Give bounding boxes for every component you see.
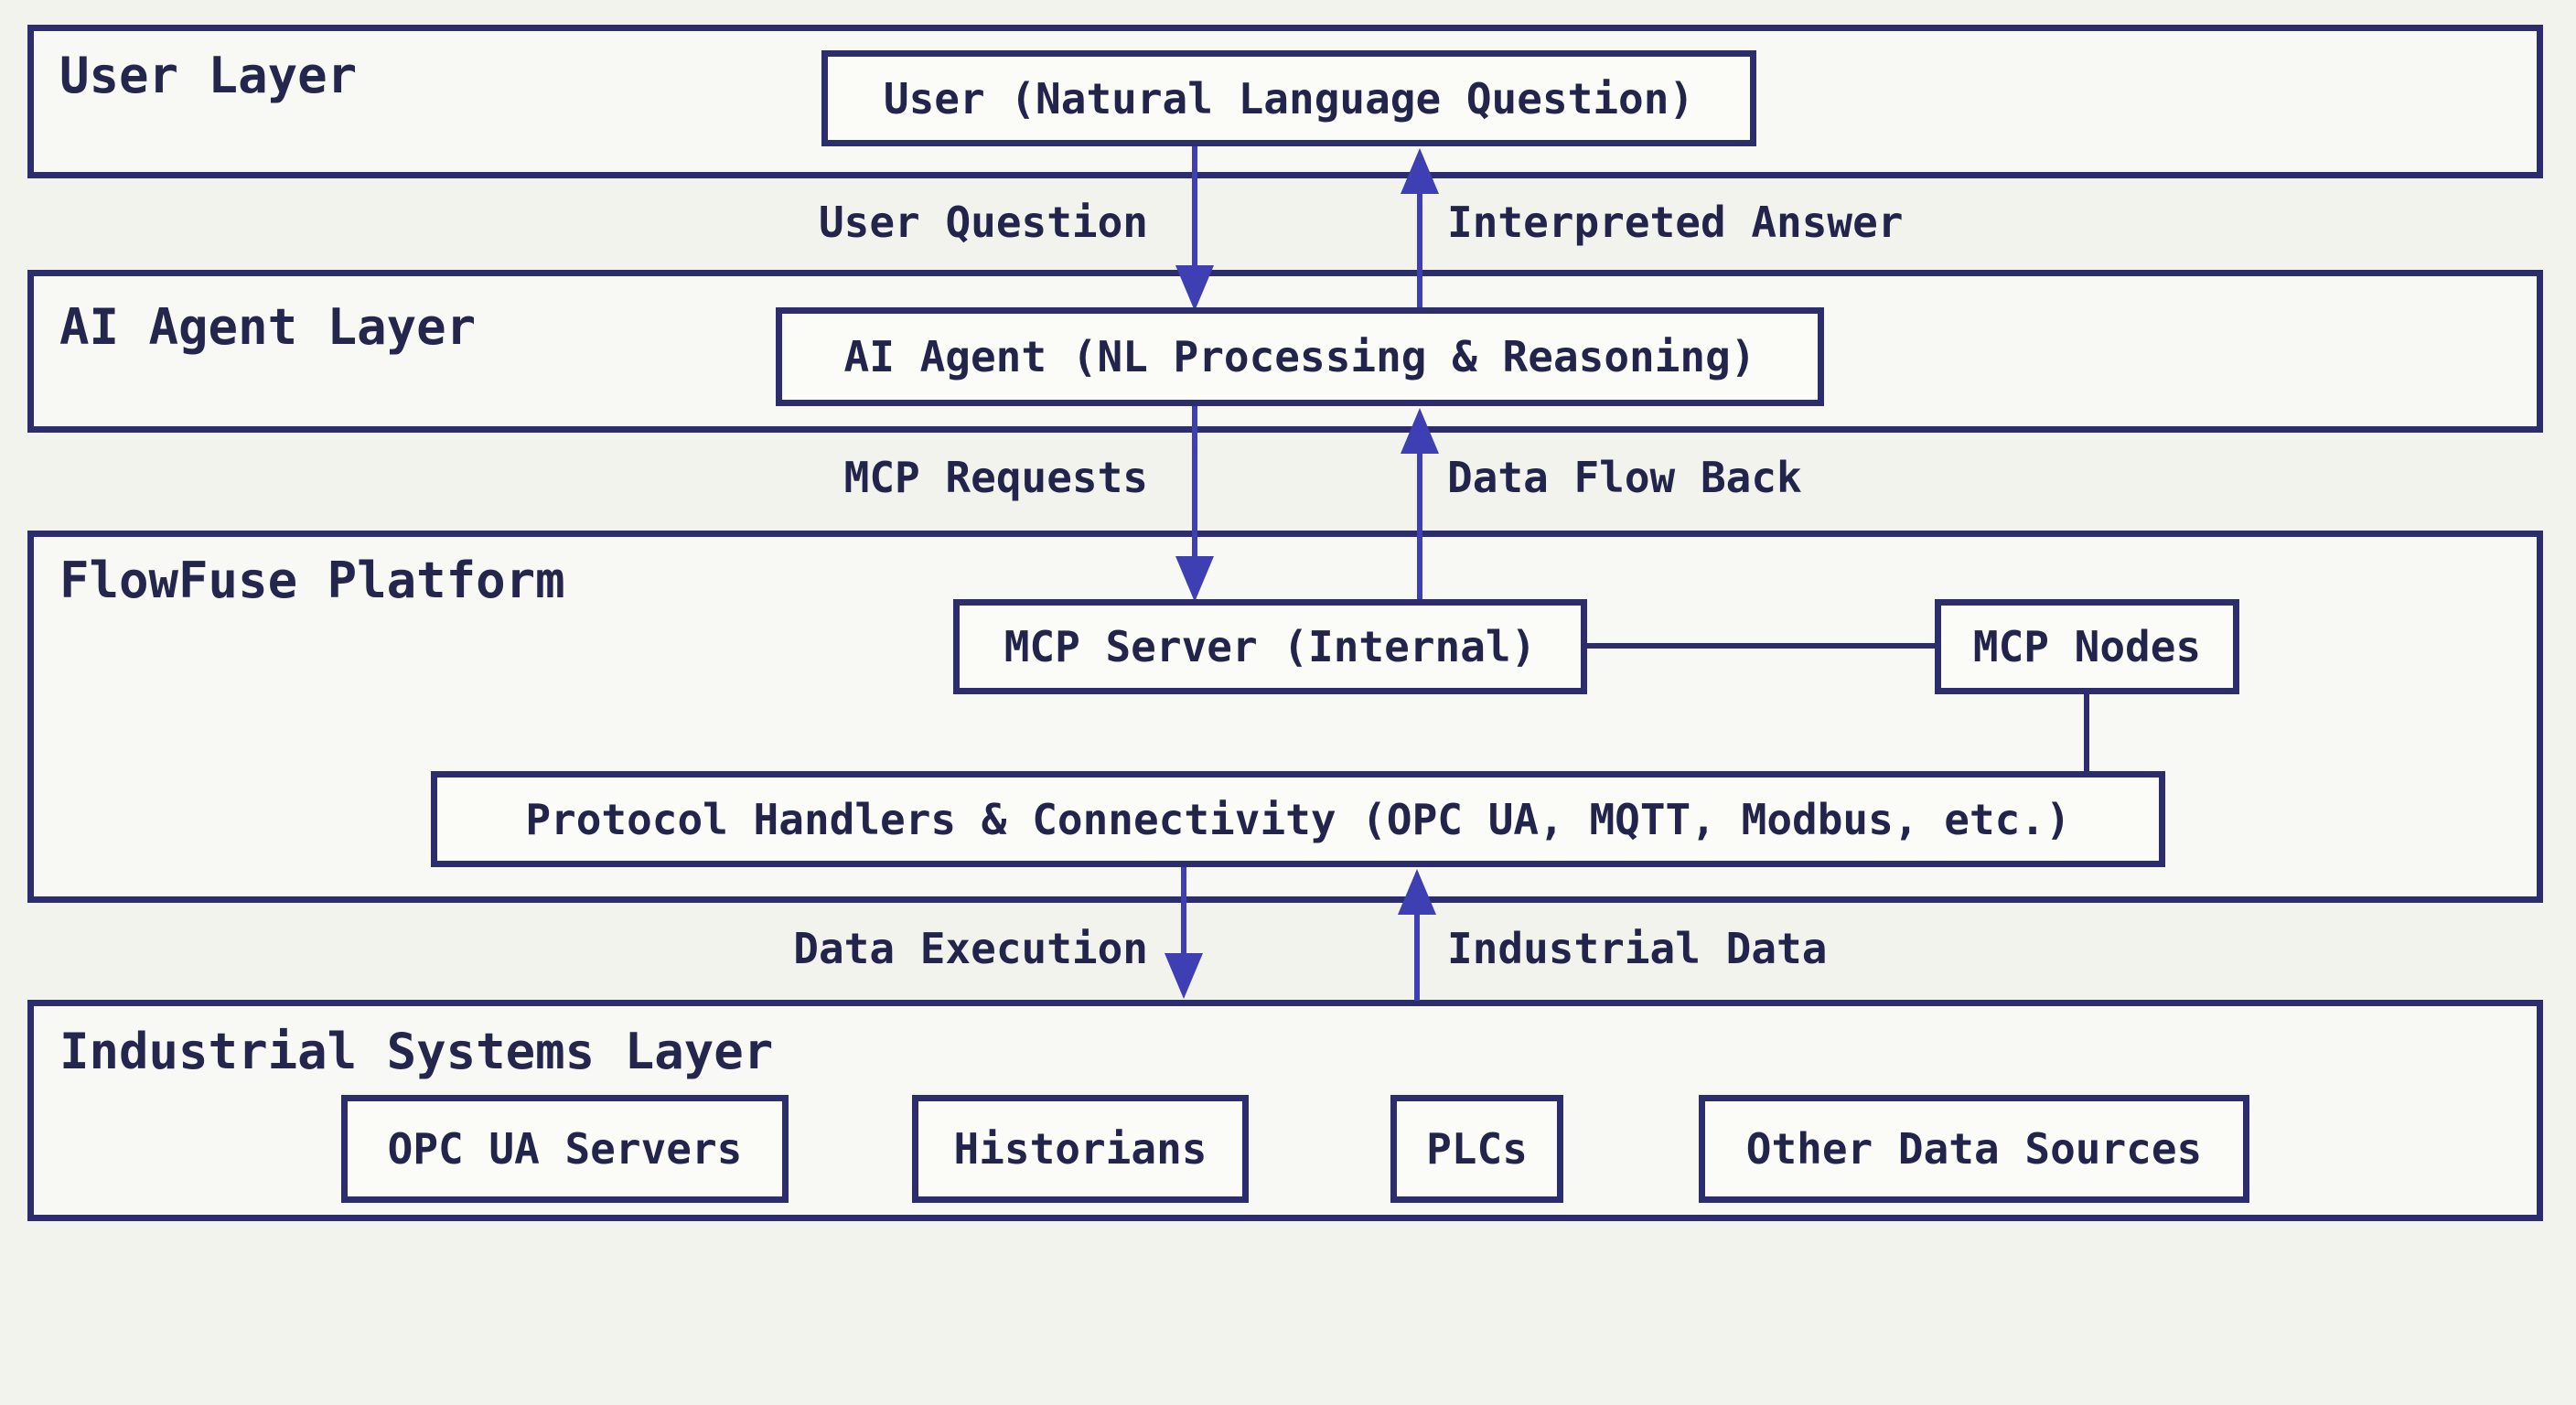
node-plcs: PLCs bbox=[1390, 1095, 1563, 1203]
mcp-server-to-mcp-nodes-connector bbox=[1583, 643, 1935, 649]
layer-label-flowfuse-platform: FlowFuse Platform bbox=[59, 552, 565, 609]
industrial-data-arrow-line bbox=[1414, 911, 1420, 1001]
user-question-arrowhead-down-icon bbox=[1175, 265, 1214, 311]
layer-label-ai-agent: AI Agent Layer bbox=[59, 298, 477, 356]
layer-label-user: User Layer bbox=[59, 47, 358, 104]
mcp-requests-arrowhead-down-icon bbox=[1175, 556, 1214, 602]
mcp-requests-arrow-line bbox=[1192, 406, 1197, 558]
flow-label-interpreted-answer: Interpreted Answer bbox=[1447, 198, 1904, 247]
industrial-data-arrowhead-up-icon bbox=[1398, 869, 1436, 915]
node-other-data-sources: Other Data Sources bbox=[1699, 1095, 2249, 1203]
node-historians: Historians bbox=[912, 1095, 1249, 1203]
flow-label-mcp-requests: MCP Requests bbox=[843, 453, 1148, 502]
node-mcp-nodes: MCP Nodes bbox=[1935, 599, 2239, 694]
flow-label-data-execution: Data Execution bbox=[793, 924, 1148, 973]
flow-label-user-question: User Question bbox=[818, 198, 1148, 247]
data-flow-back-arrow-line bbox=[1417, 450, 1422, 601]
node-mcp-server: MCP Server (Internal) bbox=[953, 599, 1587, 694]
layer-label-industrial-systems: Industrial Systems Layer bbox=[59, 1023, 774, 1080]
node-opc-ua-servers: OPC UA Servers bbox=[341, 1095, 789, 1203]
node-ai-agent: AI Agent (NL Processing & Reasoning) bbox=[776, 307, 1824, 406]
data-execution-arrow-line bbox=[1181, 867, 1186, 955]
node-protocol-handlers: Protocol Handlers & Connectivity (OPC UA… bbox=[431, 771, 2165, 867]
mcp-nodes-to-protocol-connector bbox=[2084, 693, 2089, 772]
interpreted-answer-arrow-line bbox=[1417, 190, 1422, 309]
node-user: User (Natural Language Question) bbox=[821, 50, 1756, 146]
interpreted-answer-arrowhead-up-icon bbox=[1401, 148, 1439, 194]
user-question-arrow-line bbox=[1192, 146, 1197, 267]
flow-label-data-flow-back: Data Flow Back bbox=[1447, 453, 1802, 502]
flow-label-industrial-data: Industrial Data bbox=[1447, 924, 1828, 973]
data-execution-arrowhead-down-icon bbox=[1165, 953, 1203, 999]
data-flow-back-arrowhead-up-icon bbox=[1401, 408, 1439, 454]
